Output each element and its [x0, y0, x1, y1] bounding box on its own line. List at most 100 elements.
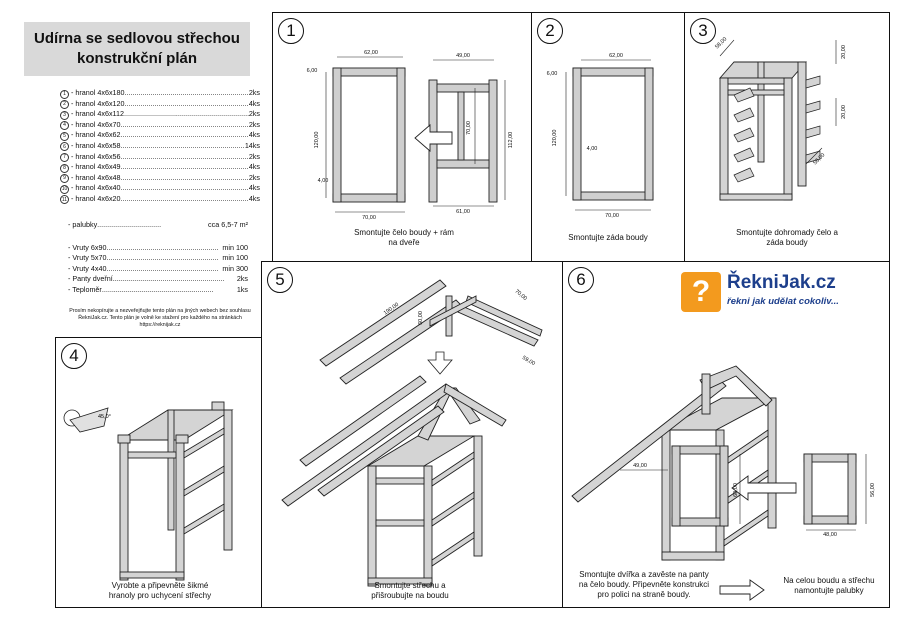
question-mark-icon: ?: [681, 272, 721, 312]
part-row: 10- hranol 4x6x40.......................…: [60, 183, 260, 194]
material-qty: min 100: [222, 242, 248, 252]
boards-name: - palubky: [68, 220, 98, 229]
material-row: - Vruty 4x40............................…: [68, 263, 248, 273]
dim-p4-angle: 45,0°: [98, 414, 111, 420]
part-number: 1: [60, 89, 69, 99]
dim-p2-small: 4,00: [587, 146, 598, 152]
material-name: - Teploměr: [68, 284, 102, 294]
part-qty: 14ks: [244, 140, 260, 150]
dim-p3-top: 58,00: [714, 36, 728, 50]
part-number: 5: [60, 131, 69, 141]
part-row: 2- hranol 4x6x120.......................…: [60, 99, 260, 110]
step-panel-6: 6: [562, 261, 890, 608]
logo-name: ŘekniJak.cz: [727, 272, 836, 293]
part-row: 5- hranol 4x6x62........................…: [60, 130, 260, 141]
part-number: 3: [60, 110, 69, 120]
copyright-notice: Prosím nekopírujte a nezveřejňujte tento…: [69, 308, 251, 328]
part-row: 1- hranol 4x6x180.......................…: [60, 88, 260, 99]
step-number-3: 3: [690, 18, 716, 44]
part-row: 6- hranol 4x6x58........................…: [60, 141, 260, 152]
dim-p6-door-w: 49,00: [633, 463, 647, 469]
step-number-5: 5: [267, 267, 293, 293]
dim-p1-frame-side: 112,00: [508, 132, 514, 148]
part-row: 4- hranol 4x6x70........................…: [60, 120, 260, 131]
material-row: - Vruty 6x90............................…: [68, 242, 248, 252]
material-name: - Vruty 4x40: [68, 263, 107, 273]
part-qty: 4ks: [248, 193, 260, 203]
dim-p5-b: 60,00: [418, 311, 424, 325]
logo-slogan: řekni jak udělat cokoliv...: [727, 296, 839, 307]
title-line-2: konstrukční plán: [76, 50, 198, 67]
part-qty: 4ks: [248, 98, 260, 108]
part-name: - hranol 4x6x40: [71, 183, 121, 193]
part-row: 9- hranol 4x6x48........................…: [60, 173, 260, 184]
dim-p2-bottom: 70,00: [605, 213, 619, 219]
part-qty: 4ks: [248, 162, 260, 172]
parts-list: 1- hranol 4x6x180.......................…: [60, 88, 260, 205]
part-name: - hranol 4x6x20: [71, 193, 121, 203]
part-qty: 2ks: [248, 151, 260, 161]
part-number: 11: [60, 195, 69, 205]
material-qty: min 100: [222, 253, 248, 263]
step-number-6: 6: [568, 267, 594, 293]
part-name: - hranol 4x6x112: [71, 109, 125, 119]
dim-p1-small: 4,00: [318, 178, 329, 184]
material-name: - Vruty 5x70: [68, 253, 107, 263]
part-row: 8- hranol 4x6x49........................…: [60, 162, 260, 173]
material-name: - Panty dveřní: [68, 274, 113, 284]
dim-p1-frame-bottom: 61,00: [456, 209, 470, 215]
part-name: - hranol 4x6x56: [71, 151, 121, 161]
material-qty: min 300: [222, 263, 248, 273]
step-number-4: 4: [61, 343, 87, 369]
part-name: - hranol 4x6x48: [71, 172, 121, 182]
part-number: 2: [60, 100, 69, 110]
part-row: 3- hranol 4x6x112.......................…: [60, 109, 260, 120]
part-qty: 2ks: [248, 88, 260, 97]
boards-qty: cca 6,5-7 m²: [208, 220, 248, 229]
dim-p6-door-h: 60,00: [733, 483, 739, 497]
part-name: - hranol 4x6x58: [71, 140, 121, 150]
dim-p3-r1: 20,00: [841, 45, 847, 59]
dim-p1-side: 120,00: [314, 132, 320, 149]
part-row: 11- hranol 4x6x20.......................…: [60, 193, 260, 205]
dim-p1-top: 62,00: [364, 50, 378, 56]
material-qty: 2ks: [236, 274, 248, 284]
material-row: - Teploměr..............................…: [68, 284, 248, 294]
part-qty: 4ks: [248, 183, 260, 193]
title-box: Udírna se sedlovou střechou konstrukční …: [24, 22, 250, 76]
dim-p6-shelf-h: 56,00: [870, 483, 876, 497]
dim-p1-bottom: 70,00: [362, 215, 376, 221]
part-qty: 2ks: [248, 109, 260, 119]
step-number-2: 2: [537, 18, 563, 44]
step-number-1: 1: [278, 18, 304, 44]
part-number: 6: [60, 142, 69, 152]
part-name: - hranol 4x6x180: [71, 88, 125, 97]
dim-p1-corner: 6,00: [307, 68, 318, 74]
dim-p6-shelf-w: 48,00: [823, 532, 837, 538]
dim-p2-top: 62,00: [609, 53, 623, 59]
dim-p5-d: 59,00: [521, 355, 536, 367]
material-row: - Vruty 5x70............................…: [68, 253, 248, 263]
dim-p2-corner: 6,00: [547, 71, 558, 77]
material-qty: 1ks: [236, 284, 248, 294]
material-row: - Panty dveřní..........................…: [68, 274, 248, 284]
part-number: 9: [60, 174, 69, 184]
dim-p1-frame-mid: 70,00: [466, 121, 472, 135]
part-number: 7: [60, 153, 69, 163]
dim-p3-r2: 20,00: [841, 105, 847, 119]
dim-p1-frame-top: 49,00: [456, 53, 470, 59]
part-name: - hranol 4x6x49: [71, 162, 121, 172]
part-row: 7- hranol 4x6x56........................…: [60, 152, 260, 163]
part-qty: 4ks: [248, 130, 260, 140]
title-line-1: Udírna se sedlovou střechou: [34, 30, 240, 47]
dim-p2-side: 120,00: [552, 130, 558, 147]
part-qty: 2ks: [248, 119, 260, 129]
part-name: - hranol 4x6x120: [71, 98, 125, 108]
